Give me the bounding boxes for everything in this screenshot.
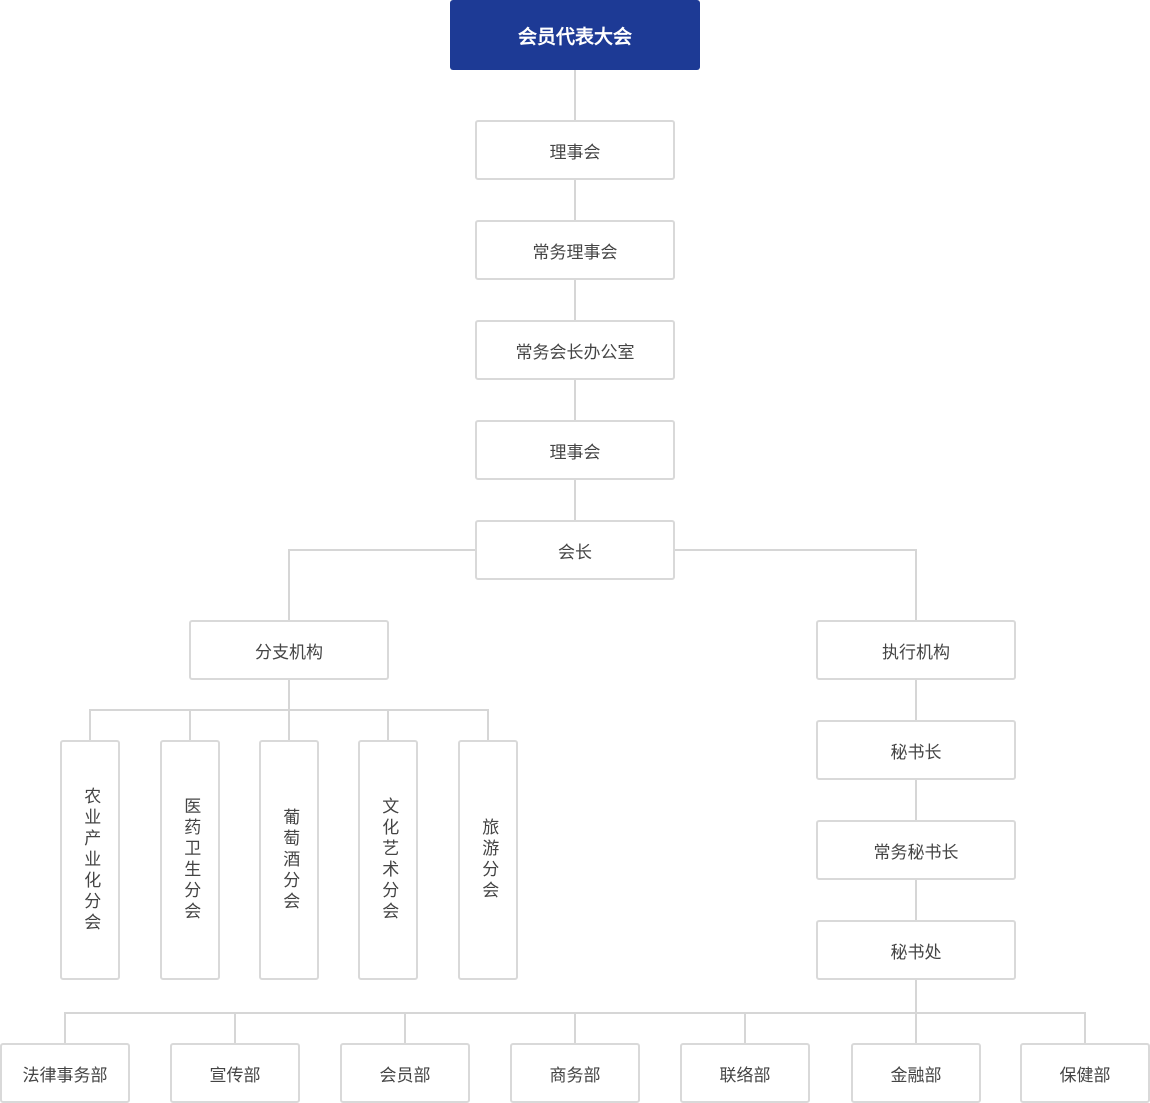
node-branch-wine: 葡萄酒分会 bbox=[259, 740, 319, 980]
connector-dept-1 bbox=[64, 1012, 66, 1044]
connector-branches-down bbox=[288, 679, 290, 711]
connector-dept-6 bbox=[915, 1012, 917, 1044]
node-dept-finance: 金融部 bbox=[851, 1043, 981, 1103]
node-dept-business: 商务部 bbox=[510, 1043, 640, 1103]
node-council-1: 理事会 bbox=[475, 120, 675, 180]
node-secretary-general: 秘书长 bbox=[816, 720, 1016, 780]
connector-trunk bbox=[574, 70, 576, 521]
connector-dept-7 bbox=[1084, 1012, 1086, 1044]
connector-branch-3 bbox=[288, 709, 290, 741]
connector-president-right bbox=[674, 549, 917, 551]
connector-to-executive bbox=[915, 549, 917, 621]
node-branch-culture-art: 文化艺术分会 bbox=[358, 740, 418, 980]
connector-branch-5 bbox=[487, 709, 489, 741]
connector-dept-4 bbox=[574, 1012, 576, 1044]
node-executive-organizations: 执行机构 bbox=[816, 620, 1016, 680]
connector-branch-4 bbox=[387, 709, 389, 741]
connector-secretariat-down bbox=[915, 979, 917, 1013]
connector-dept-5 bbox=[744, 1012, 746, 1044]
node-dept-legal: 法律事务部 bbox=[0, 1043, 130, 1103]
node-dept-publicity: 宣传部 bbox=[170, 1043, 300, 1103]
node-branch-agriculture: 农业产业化分会 bbox=[60, 740, 120, 980]
node-president: 会长 bbox=[475, 520, 675, 580]
connector-to-branches bbox=[288, 549, 290, 621]
node-dept-liaison: 联络部 bbox=[680, 1043, 810, 1103]
connector-president-left bbox=[288, 549, 476, 551]
node-branch-tourism: 旅游分会 bbox=[458, 740, 518, 980]
node-council-2: 理事会 bbox=[475, 420, 675, 480]
connector-branch-1 bbox=[89, 709, 91, 741]
connector-executive-chain bbox=[915, 679, 917, 921]
node-secretariat: 秘书处 bbox=[816, 920, 1016, 980]
node-standing-council: 常务理事会 bbox=[475, 220, 675, 280]
node-member-assembly: 会员代表大会 bbox=[450, 0, 700, 70]
connector-dept-2 bbox=[234, 1012, 236, 1044]
node-dept-healthcare: 保健部 bbox=[1020, 1043, 1150, 1103]
node-branch-medicine: 医药卫生分会 bbox=[160, 740, 220, 980]
connector-dept-3 bbox=[404, 1012, 406, 1044]
node-standing-secretary-general: 常务秘书长 bbox=[816, 820, 1016, 880]
node-standing-president-office: 常务会长办公室 bbox=[475, 320, 675, 380]
connector-branch-2 bbox=[189, 709, 191, 741]
node-dept-membership: 会员部 bbox=[340, 1043, 470, 1103]
node-branch-organizations: 分支机构 bbox=[189, 620, 389, 680]
